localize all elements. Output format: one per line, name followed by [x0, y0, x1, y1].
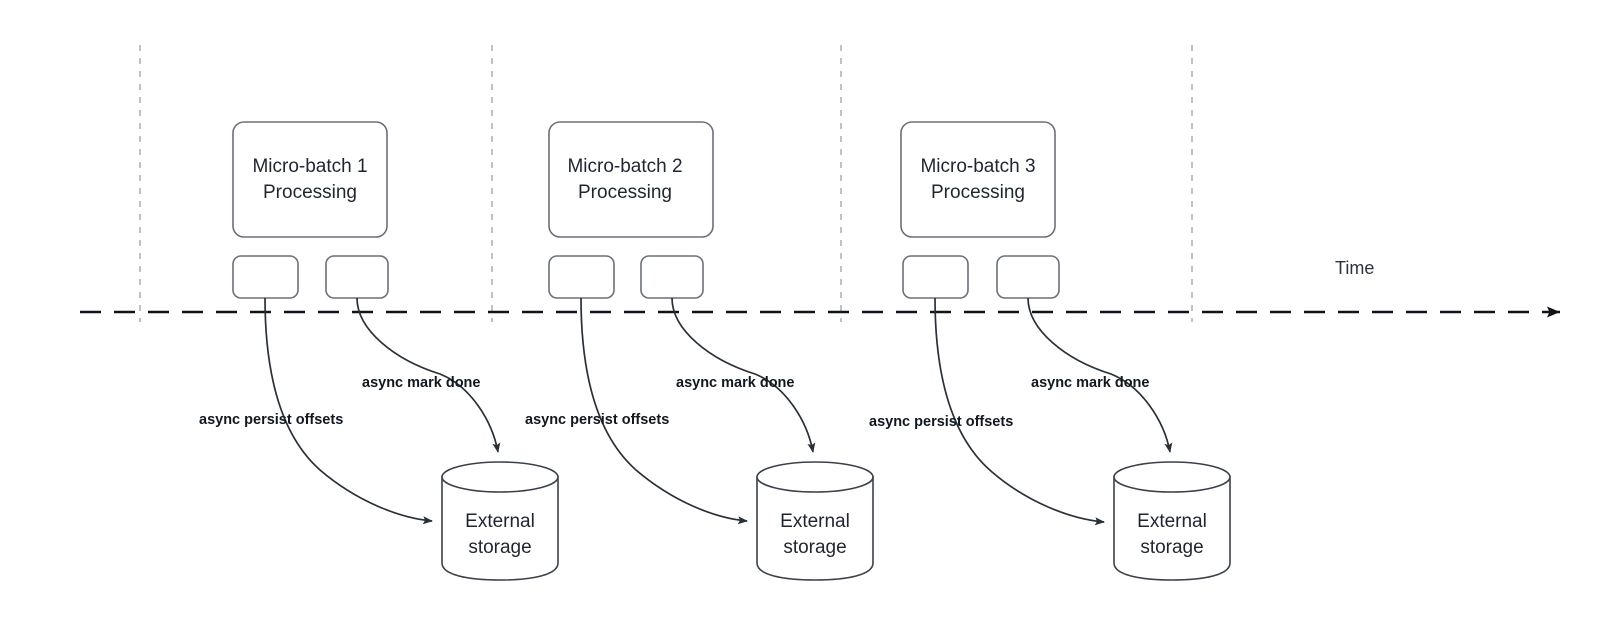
micro-batch-1-task-box-right[interactable]: [325, 255, 389, 299]
edge-mark-done-1: [356, 297, 501, 453]
micro-batch-2-label-line2: Processing: [578, 182, 672, 203]
edge-mark-done-3: [1027, 297, 1173, 453]
edge-label-mark-done-3: async mark done: [1031, 375, 1149, 391]
micro-batch-2-task-box-right[interactable]: [640, 255, 704, 299]
external-storage-2-label-line1: External: [780, 511, 850, 532]
external-storage-1-top: [441, 461, 559, 493]
external-storage-2-body[interactable]: [756, 476, 874, 581]
micro-batch-3-task-box-right[interactable]: [996, 255, 1060, 299]
external-storage-1-label-line2: storage: [468, 537, 531, 558]
external-storage-2-label-line2: storage: [783, 537, 846, 558]
edge-persist-offsets-3: [934, 297, 1105, 526]
micro-batch-1-label-line2: Processing: [263, 182, 357, 203]
edge-mark-done-2: [671, 297, 816, 453]
micro-batch-group-1: Micro-batch 1 Processing async persist o…: [199, 121, 559, 581]
edge-label-persist-offsets-2: async persist offsets: [525, 412, 669, 428]
micro-batch-2-task-box-left[interactable]: [548, 255, 615, 299]
micro-batch-2-label-line1: Micro-batch 2: [567, 156, 682, 177]
external-storage-3-label-line2: storage: [1140, 537, 1203, 558]
edge-persist-offsets-2: [580, 297, 748, 525]
micro-batch-1-task-box-left[interactable]: [232, 255, 299, 299]
external-storage-2-top: [756, 461, 874, 493]
external-storage-1-body[interactable]: [441, 476, 559, 581]
edge-label-mark-done-2: async mark done: [676, 375, 794, 391]
micro-batch-2-box[interactable]: [548, 121, 714, 238]
micro-batch-1-box[interactable]: [232, 121, 388, 238]
external-storage-3-label-line1: External: [1137, 511, 1207, 532]
external-storage-1-label-line1: External: [465, 511, 535, 532]
micro-batch-3-box[interactable]: [900, 121, 1056, 238]
micro-batch-1-label-line1: Micro-batch 1: [252, 156, 367, 177]
micro-batch-group-3: Micro-batch 3 Processing async persist o…: [869, 121, 1231, 581]
edge-label-persist-offsets-1: async persist offsets: [199, 412, 343, 428]
edge-label-persist-offsets-3: async persist offsets: [869, 414, 1013, 430]
external-storage-3-top: [1113, 461, 1231, 493]
edge-persist-offsets-1: [264, 297, 433, 525]
micro-batch-group-2: Micro-batch 2 Processing async persist o…: [525, 121, 874, 581]
micro-batch-3-task-box-left[interactable]: [902, 255, 969, 299]
micro-batch-3-label-line2: Processing: [931, 182, 1025, 203]
micro-batch-3-label-line1: Micro-batch 3: [920, 156, 1035, 177]
timeline-axis: Time: [80, 258, 1560, 318]
time-axis-label: Time: [1335, 258, 1374, 278]
edge-label-mark-done-1: async mark done: [362, 375, 480, 391]
external-storage-3-body[interactable]: [1113, 476, 1231, 581]
